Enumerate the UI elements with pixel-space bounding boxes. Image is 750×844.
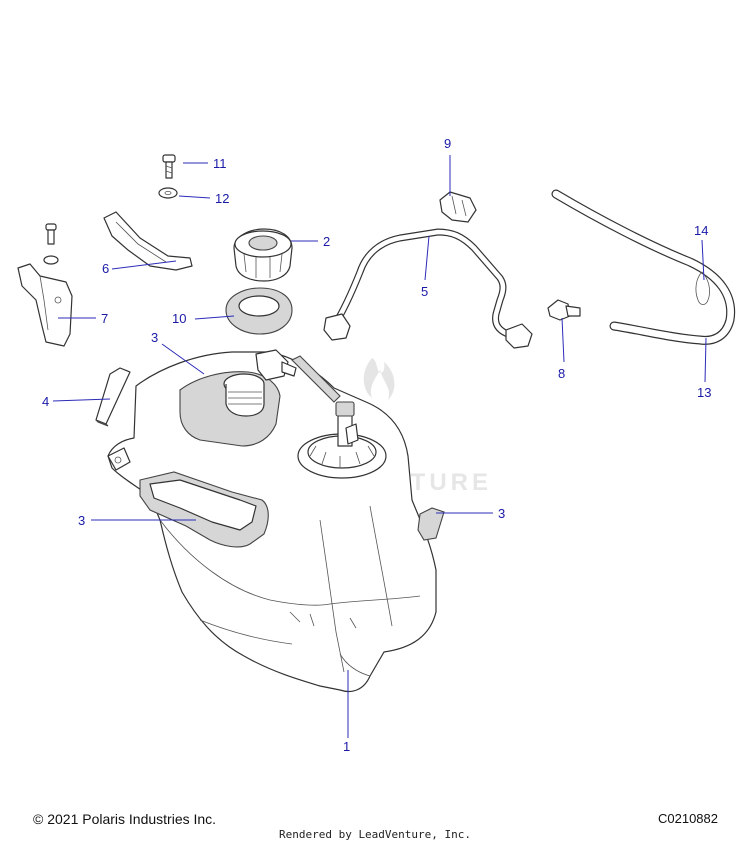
callout-14: 14: [694, 223, 708, 238]
callout-7: 7: [101, 311, 108, 326]
gasket-part-10: [225, 287, 293, 335]
clip-part-9: [439, 191, 477, 223]
fitting-part-8: [547, 299, 581, 321]
leader-lines: [52, 155, 707, 738]
callout-6: 6: [102, 261, 109, 276]
figure-code: C0210882: [658, 811, 718, 826]
callout-2: 2: [323, 234, 330, 249]
hose-part-13: [551, 189, 736, 345]
bracket-part-7: [17, 263, 73, 347]
callout-3-left: 3: [78, 513, 85, 528]
bolt-part-11: [162, 154, 176, 179]
callouts: 11 12 2 6 7 10 3 4 3 3 1 5 9 8 14 13: [42, 136, 711, 754]
callout-4: 4: [42, 394, 49, 409]
bracket-part-6: [103, 211, 193, 271]
callout-12: 12: [215, 191, 229, 206]
vent-tube-part-5: [323, 228, 533, 349]
callout-1: 1: [343, 739, 350, 754]
hose-clamp-part-14: [695, 271, 710, 305]
fuel-tank-part-1: [107, 349, 445, 693]
callout-3-top: 3: [151, 330, 158, 345]
callout-10: 10: [172, 311, 186, 326]
washer-part-12: [158, 187, 178, 199]
callout-9: 9: [444, 136, 451, 151]
fuel-cap-part-2: [233, 228, 293, 282]
copyright-text: © 2021 Polaris Industries Inc.: [33, 811, 217, 827]
callout-11: 11: [213, 156, 227, 171]
rendered-by-text: Rendered by LeadVenture, Inc.: [278, 828, 472, 841]
callout-8: 8: [558, 366, 565, 381]
callout-5: 5: [421, 284, 428, 299]
bolt-small: [43, 223, 59, 265]
callout-13: 13: [697, 385, 711, 400]
pad-part-4: [95, 367, 131, 427]
callout-3-right: 3: [498, 506, 505, 521]
